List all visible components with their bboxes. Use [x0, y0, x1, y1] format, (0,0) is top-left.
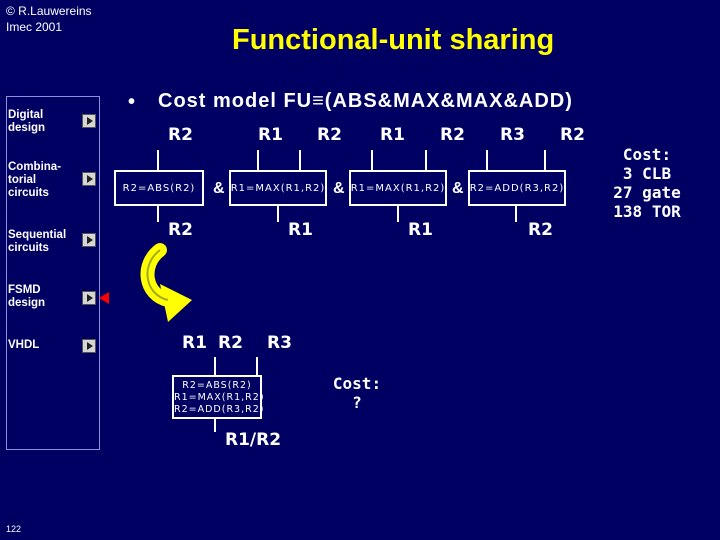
sidebar-item-vhdl[interactable]: VHDL [8, 339, 39, 352]
amp-symbol: & [333, 180, 345, 197]
top-input-r2: R2 [560, 125, 585, 145]
bullet-icon: • [128, 91, 136, 113]
digital-design-play-icon[interactable] [82, 114, 96, 128]
top-input-r1: R1 [258, 125, 283, 145]
shared-fu-op: R1=MAX(R1,R2) [174, 392, 265, 403]
cost-line: 138 TOR [613, 202, 681, 221]
transform-arrow-icon [140, 243, 175, 307]
sidebar-item-label: VHDL [8, 339, 40, 351]
top-input-r2: R2 [317, 125, 342, 145]
top-input-r2: R2 [168, 125, 193, 145]
top-output-r1: R1 [408, 220, 433, 240]
top-output-r2: R2 [528, 220, 553, 240]
top-output-r1: R1 [288, 220, 313, 240]
fsmd-design-play-icon[interactable] [82, 291, 96, 305]
top-input-r2: R2 [440, 125, 465, 145]
shared-fu-op: R2=ADD(R3,R2) [174, 404, 265, 415]
shared-fu-box: R2=ABS(R2) R1=MAX(R1,R2) R2=ADD(R3,R2) [172, 375, 265, 419]
sidebar-item-label: Digital [8, 109, 44, 121]
amp-symbol: & [452, 180, 464, 197]
combinatorial-circuits-play-icon[interactable] [82, 172, 96, 186]
fu-box-max: R1=MAX(R1,R2) [229, 170, 327, 206]
current-section-pointer-icon [99, 292, 109, 304]
bottom-cost: Cost: ? [322, 374, 392, 412]
sidebar-item-sequential-circuits[interactable]: Sequential circuits [8, 229, 66, 255]
bottom-input-r1: R1 [182, 333, 207, 353]
sidebar-frame [6, 96, 100, 450]
top-output-r2: R2 [168, 220, 193, 240]
sidebar-item-combinatorial-circuits[interactable]: Combina- torial circuits [8, 161, 61, 200]
amp-symbol: & [213, 180, 225, 197]
top-input-r1: R1 [380, 125, 405, 145]
bottom-input-r2: R2 [218, 333, 243, 353]
sidebar-item-label: circuits [8, 187, 49, 199]
sidebar-item-label: design [8, 122, 46, 134]
cost-model-heading: Cost model FU≡(ABS&MAX&MAX&ADD) [158, 90, 573, 112]
bottom-input-r3: R3 [267, 333, 292, 353]
sidebar-item-label: design [8, 297, 46, 309]
top-input-r3: R3 [500, 125, 525, 145]
fu-box-max: R1=MAX(R1,R2) [349, 170, 447, 206]
page-number: 122 [6, 524, 22, 534]
cost-line: Cost: [622, 145, 672, 164]
fu-box-abs: R2=ABS(R2) [114, 170, 204, 206]
shared-fu-op: R2=ABS(R2) [182, 380, 252, 391]
copyright: © R.Lauwereins Imec 2001 [6, 3, 92, 35]
slide-title: Functional-unit sharing [232, 24, 555, 56]
sidebar-item-label: torial [8, 174, 37, 186]
sidebar-item-label: Sequential [8, 229, 67, 241]
fu-box-add: R2=ADD(R3,R2) [468, 170, 566, 206]
sidebar-item-digital-design[interactable]: Digital design [8, 109, 45, 135]
sidebar-item-fsmd-design[interactable]: FSMD design [8, 284, 45, 310]
top-cost: Cost: 3 CLB 27 gate 138 TOR [592, 145, 702, 221]
bottom-output-r1-r2: R1/R2 [225, 430, 282, 450]
sidebar-item-label: Combina- [8, 161, 62, 173]
cost-line: ? [352, 393, 362, 412]
cost-line: 3 CLB [622, 164, 672, 183]
vhdl-play-icon[interactable] [82, 339, 96, 353]
sidebar-item-label: circuits [8, 242, 49, 254]
sidebar-item-label: FSMD [8, 284, 41, 296]
cost-line: Cost: [332, 374, 382, 393]
cost-line: 27 gate [613, 183, 681, 202]
sequential-circuits-play-icon[interactable] [82, 233, 96, 247]
copyright-line1: © R.Lauwereins [6, 4, 92, 18]
copyright-line2: Imec 2001 [6, 20, 63, 34]
